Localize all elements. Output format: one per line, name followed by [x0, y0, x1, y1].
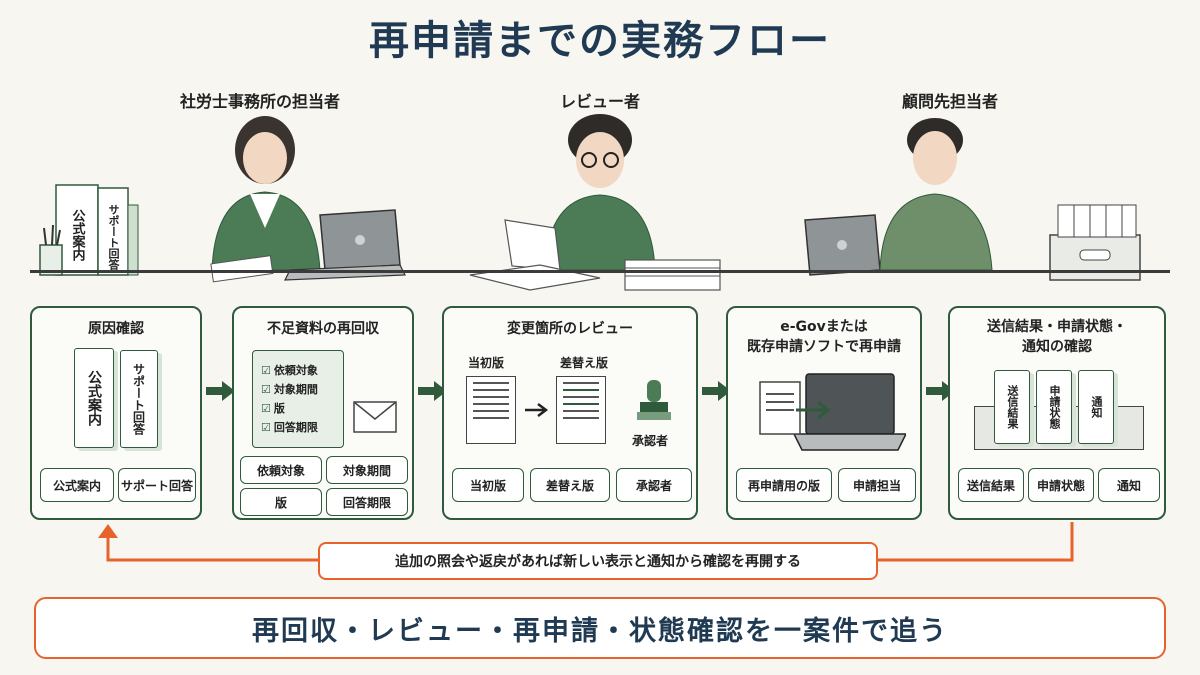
- tray-doc-notification: 通知: [1078, 370, 1114, 444]
- doc-label-approver: 承認者: [632, 434, 669, 448]
- stage-title: 変更箇所のレビュー: [507, 321, 633, 337]
- chip-application-status: 申請状態: [1028, 468, 1094, 502]
- chip-notification: 通知: [1098, 468, 1160, 502]
- role-label-reviewer: レビュー者: [559, 92, 640, 111]
- stage-cause-check: 原因確認 公式案内 サポート回答 公式案内 サポート回答: [30, 306, 202, 520]
- office-staff-person-illustration: [210, 116, 321, 283]
- checklist-item: ☑回答期限: [261, 421, 318, 434]
- chip-answer-deadline: 回答期限: [326, 488, 408, 516]
- flow-arrow-icon: [926, 381, 955, 401]
- stage-title: 不足資料の再回収: [267, 321, 379, 337]
- approval-stamp-icon: [637, 380, 671, 420]
- stage-title-line2: 通知の確認: [1022, 339, 1092, 355]
- client-person-illustration: [804, 118, 993, 276]
- original-document-icon: [466, 376, 516, 444]
- flow-arrow-icon: [702, 381, 731, 401]
- stage-recollect-documents: 不足資料の再回収 ☑依頼対象 ☑対象期間 ☑版 ☑回答期限 依頼対象 対象期間 …: [232, 306, 414, 520]
- checklist-item: ☑対象期間: [261, 383, 318, 396]
- loop-back-message: 追加の照会や返戻があれば新しい表示と通知から確認を再開する: [318, 542, 878, 580]
- tray-doc-application-status: 申請状態: [1036, 370, 1072, 444]
- doc-label-replacement: 差替え版: [560, 356, 609, 370]
- arrow-right-icon: [525, 403, 549, 417]
- chip-original-version: 当初版: [452, 468, 524, 502]
- chip-official-guide: 公式案内: [40, 468, 114, 502]
- stage-status-check: 送信結果・申請状態・ 通知の確認 送信結果 申請状態 通知 送信結果 申請状態 …: [948, 306, 1166, 520]
- file-box-illustration: [1049, 204, 1141, 281]
- shelf-binders-illustration: [39, 184, 139, 276]
- role-label-office: 社労士事務所の担当者: [179, 92, 340, 111]
- binder-official-guide: 公式案内: [74, 348, 114, 448]
- stage-title-line1: e-Govまたは: [780, 319, 868, 335]
- chip-replacement-version: 差替え版: [530, 468, 610, 502]
- chip-reapplication-version: 再申請用の版: [736, 468, 832, 502]
- checklist-item: ☑版: [261, 402, 285, 415]
- role-label-client: 顧問先担当者: [901, 92, 998, 111]
- chip-target-period: 対象期間: [326, 456, 408, 484]
- stage-reapplication: e-Govまたは 既存申請ソフトで再申請 再申請用の版 申請担当: [726, 306, 922, 520]
- chip-support-answer: サポート回答: [118, 468, 196, 502]
- page-title: 再申請までの実務フロー: [369, 18, 831, 64]
- envelope-icon: [353, 401, 397, 433]
- flow-arrow-icon: [418, 381, 447, 401]
- chip-send-result: 送信結果: [958, 468, 1024, 502]
- chip-application-owner: 申請担当: [838, 468, 916, 502]
- doc-label-original: 当初版: [468, 356, 505, 370]
- tray-doc-send-result: 送信結果: [994, 370, 1030, 444]
- chip-version: 版: [240, 488, 322, 516]
- shelf-binder-label: 公式案内: [69, 209, 85, 261]
- desk-divider: [30, 270, 1170, 273]
- stage-change-review: 変更箇所のレビュー 当初版 差替え版 承認者 当初版 差替え版 承認者: [442, 306, 698, 520]
- checklist-clipboard: ☑依頼対象 ☑対象期間 ☑版 ☑回答期限: [252, 350, 344, 448]
- reviewer-person-illustration: [469, 114, 721, 291]
- stage-title: 原因確認: [88, 321, 144, 337]
- flow-arrow-icon: [206, 381, 235, 401]
- chip-approver: 承認者: [616, 468, 692, 502]
- binder-support-answer: サポート回答: [120, 350, 158, 448]
- replacement-document-icon: [556, 376, 606, 444]
- shelf-binder-label: サポート回答: [107, 204, 120, 270]
- stage-title-line2: 既存申請ソフトで再申請: [747, 339, 901, 355]
- checklist-item: ☑依頼対象: [261, 364, 318, 377]
- laptop-submission-icon: [759, 373, 906, 451]
- summary-banner: 再回収・レビュー・再申請・状態確認を一案件で追う: [34, 597, 1166, 659]
- stage-title-line1: 送信結果・申請状態・: [987, 319, 1127, 335]
- chip-request-target: 依頼対象: [240, 456, 322, 484]
